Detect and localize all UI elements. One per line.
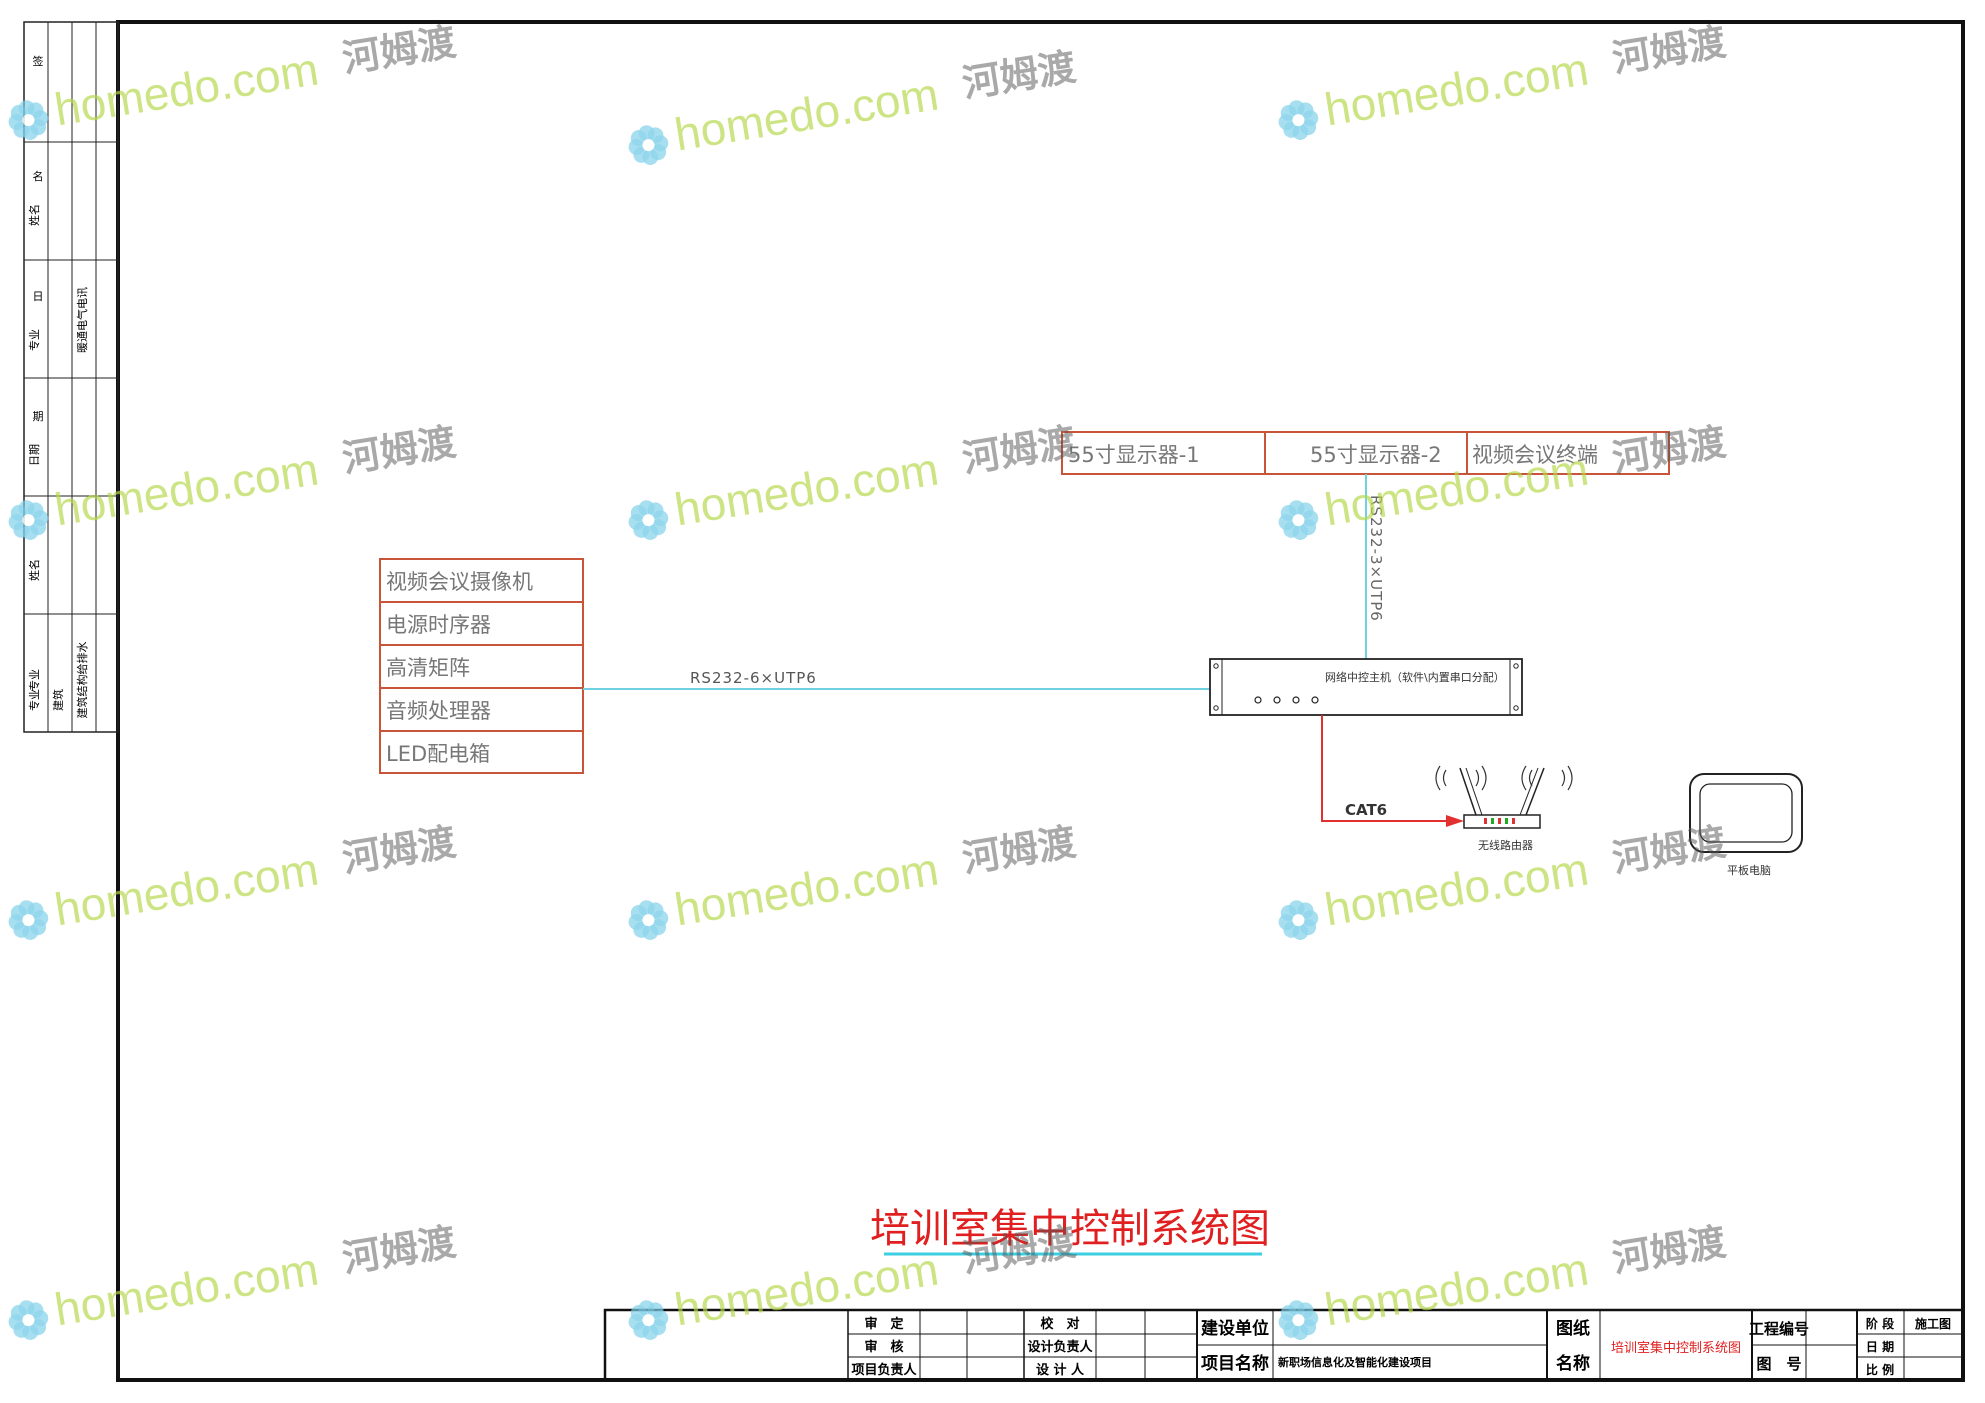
watermark-domain: homedo.com <box>51 43 322 136</box>
device-matrix-label: 高清矩阵 <box>386 656 470 680</box>
watermark-cn: 河姆渡 <box>1609 820 1728 881</box>
tablet-label: 平板电脑 <box>1727 863 1771 877</box>
watermark-domain: homedo.com <box>671 443 942 536</box>
flower-icon <box>628 1300 669 1340</box>
tb-jieduan: 阶 段 <box>1866 1316 1895 1331</box>
tb-shenhe: 审 核 <box>864 1339 903 1355</box>
stamp-row-value: 建筑 <box>51 689 65 711</box>
stamp-row-label: 姓名 <box>27 559 41 581</box>
watermark-cn: 河姆渡 <box>1609 20 1728 81</box>
flower-icon <box>8 500 49 540</box>
display-2-label: 55寸显示器-2 <box>1310 443 1442 467</box>
controller-label: 网络中控主机（软件\内置串口分配） <box>1325 670 1505 684</box>
watermark-cn: 河姆渡 <box>959 45 1078 106</box>
tb-jieduan-value: 施工图 <box>1915 1316 1951 1331</box>
device-sequencer-label: 电源时序器 <box>386 613 491 637</box>
stamp-row-label: 姓名 <box>27 204 41 226</box>
tb-jianshe-danwei: 建设单位 <box>1201 1318 1269 1339</box>
watermark-domain: homedo.com <box>51 1243 322 1336</box>
flower-icon <box>1278 100 1319 140</box>
stamp-row-label: 专业 <box>27 329 41 351</box>
stamp-header-char: 日 <box>33 290 44 303</box>
router-label: 无线路由器 <box>1478 838 1533 852</box>
watermark-domain: homedo.com <box>671 68 942 161</box>
flower-icon <box>1278 1300 1319 1340</box>
watermark: homedo.com 河姆渡 <box>8 1220 459 1340</box>
stamp-header-char: 期 <box>33 410 44 423</box>
watermark-domain: homedo.com <box>1321 1243 1592 1336</box>
cat6-link-label: CAT6 <box>1345 801 1387 819</box>
flower-icon <box>8 900 49 940</box>
watermark: homedo.com 河姆渡 <box>628 45 1079 165</box>
tablet-icon <box>1689 773 1803 853</box>
watermark-domain: homedo.com <box>51 443 322 536</box>
display-row: 55寸显示器-1 55寸显示器-2 视频会议终端 <box>1061 431 1670 475</box>
watermark-cn: 河姆渡 <box>959 420 1078 481</box>
watermark: homedo.com 河姆渡 <box>628 820 1079 940</box>
drawing-title: 培训室集中控制系统图 <box>870 1206 1270 1251</box>
watermark-cn: 河姆渡 <box>339 820 458 881</box>
tb-xiangmu-mingcheng: 项目名称 <box>1201 1353 1269 1374</box>
tb-shending: 审 定 <box>864 1316 903 1332</box>
flower-icon <box>628 500 669 540</box>
flower-icon <box>628 125 669 165</box>
device-stack: 视频会议摄像机 电源时序器 高清矩阵 音频处理器 LED配电箱 <box>379 558 584 774</box>
video-conf-terminal-label: 视频会议终端 <box>1472 443 1598 467</box>
tb-jiaodui: 校 对 <box>1040 1316 1079 1332</box>
flower-icon <box>1278 900 1319 940</box>
cat6-link <box>1321 715 1460 822</box>
tb-mingcheng: 名称 <box>1556 1353 1590 1374</box>
stamp-header-char: 名 <box>33 169 44 183</box>
tb-xiangmu-fuzeren: 项目负责人 <box>851 1362 917 1378</box>
watermark-domain: homedo.com <box>1321 843 1592 936</box>
watermark-cn: 河姆渡 <box>339 20 458 81</box>
stamp-header-char: 签 <box>33 54 44 68</box>
stamp-row-label: 日期 <box>28 444 41 466</box>
watermark: homedo.com 河姆渡 <box>1278 1220 1729 1340</box>
watermark-cn: 河姆渡 <box>959 820 1078 881</box>
watermark-cn: 河姆渡 <box>1609 1220 1728 1281</box>
left-stamp: 签 名 日 期 专业 建筑 姓名 专业 暖通电气电讯 日期 姓名 专业 建筑结构… <box>23 21 119 733</box>
stamp-row-value: 建筑结构给排水 <box>75 642 89 719</box>
tb-tuzhi: 图纸 <box>1556 1318 1590 1339</box>
display-1-label: 55寸显示器-1 <box>1068 443 1200 467</box>
device-audio-label: 音频处理器 <box>386 699 491 723</box>
cat6-arrow <box>1446 815 1464 827</box>
stamp-row-value: 暖通电气电讯 <box>75 287 89 353</box>
tb-drawing-name: 培训室集中控制系统图 <box>1611 1340 1741 1356</box>
flower-icon <box>8 100 49 140</box>
watermark-cn: 河姆渡 <box>339 420 458 481</box>
rs232-link-label: RS232-6×UTP6 <box>690 669 817 687</box>
watermark: homedo.com 河姆渡 <box>628 420 1079 540</box>
flower-icon <box>8 1300 49 1340</box>
flower-icon <box>1278 500 1319 540</box>
title-block: 审 定 审 核 项目负责人 校 对 设计负责人 设 计 人 建设单位 项目名称 … <box>603 1308 1965 1382</box>
tb-riqi: 日 期 <box>1866 1339 1894 1354</box>
network-controller: 网络中控主机（软件\内置串口分配） <box>1209 658 1523 716</box>
watermark-cn: 河姆渡 <box>1609 420 1728 481</box>
watermark-domain: homedo.com <box>1321 43 1592 136</box>
watermark: homedo.com 河姆渡 <box>1278 20 1729 140</box>
flower-icon <box>628 900 669 940</box>
watermark: homedo.com 河姆渡 <box>8 820 459 940</box>
device-led-label: LED配电箱 <box>386 742 490 766</box>
stamp-row-label: 专业 <box>27 689 41 711</box>
device-camera-label: 视频会议摄像机 <box>386 570 533 594</box>
watermark-domain: homedo.com <box>51 843 322 936</box>
tb-tuhao: 图 号 <box>1756 1355 1801 1373</box>
tb-sheji-ren: 设 计 人 <box>1036 1362 1085 1378</box>
wireless-router-icon <box>1435 765 1573 829</box>
vertical-link-label: RS232-3×UTP6 <box>1367 495 1385 622</box>
watermark-cn: 河姆渡 <box>339 1220 458 1281</box>
stamp-row-label: 专业 <box>27 669 41 691</box>
tb-gongcheng-bianhao: 工程编号 <box>1749 1320 1809 1338</box>
tb-sheji-fuzeren: 设计负责人 <box>1027 1339 1093 1355</box>
watermark-domain: homedo.com <box>671 843 942 936</box>
tb-project-name: 新职场信息化及智能化建设项目 <box>1278 1355 1432 1369</box>
tb-bili: 比 例 <box>1866 1362 1894 1377</box>
